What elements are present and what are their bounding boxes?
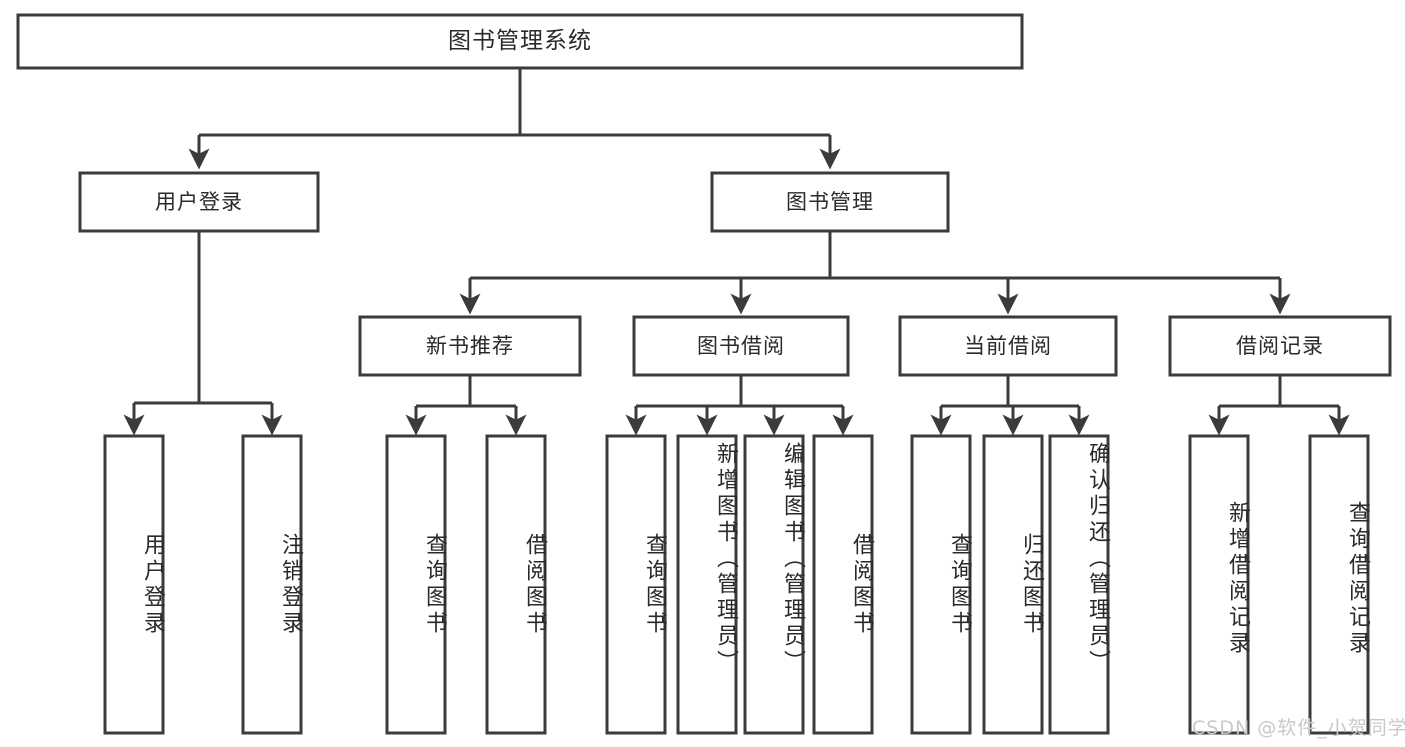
leaf-box-leaf-add-book[interactable] [676, 434, 738, 735]
leaf-box-leaf-user-login[interactable] [103, 434, 165, 735]
leaf-box-leaf-confirm-return[interactable] [1048, 434, 1110, 735]
leaf-box-leaf-edit-book[interactable] [743, 434, 805, 735]
leaf-box-leaf-borrow-book-1[interactable] [485, 434, 547, 735]
leaf-box-leaf-return-book[interactable] [982, 434, 1044, 735]
leaf-box-leaf-add-record[interactable] [1188, 434, 1250, 735]
leaf-box-leaf-query-book-3[interactable] [910, 434, 972, 735]
leaf-box-leaf-query-book-2[interactable] [605, 434, 667, 735]
node-box-borrow-record[interactable] [1168, 315, 1392, 377]
node-box-book-management[interactable] [710, 171, 950, 233]
leaf-box-leaf-logout[interactable] [241, 434, 303, 735]
node-box-current-borrow[interactable] [898, 315, 1118, 377]
leaf-box-leaf-borrow-book-2[interactable] [812, 434, 874, 735]
node-box-book-borrow[interactable] [632, 315, 850, 377]
leaf-box-leaf-query-record[interactable] [1308, 434, 1370, 735]
node-box-new-book-recommend[interactable] [358, 315, 582, 377]
node-box-root[interactable] [16, 13, 1024, 70]
node-box-user-login[interactable] [78, 171, 320, 233]
leaf-box-leaf-query-book-1[interactable] [385, 434, 447, 735]
